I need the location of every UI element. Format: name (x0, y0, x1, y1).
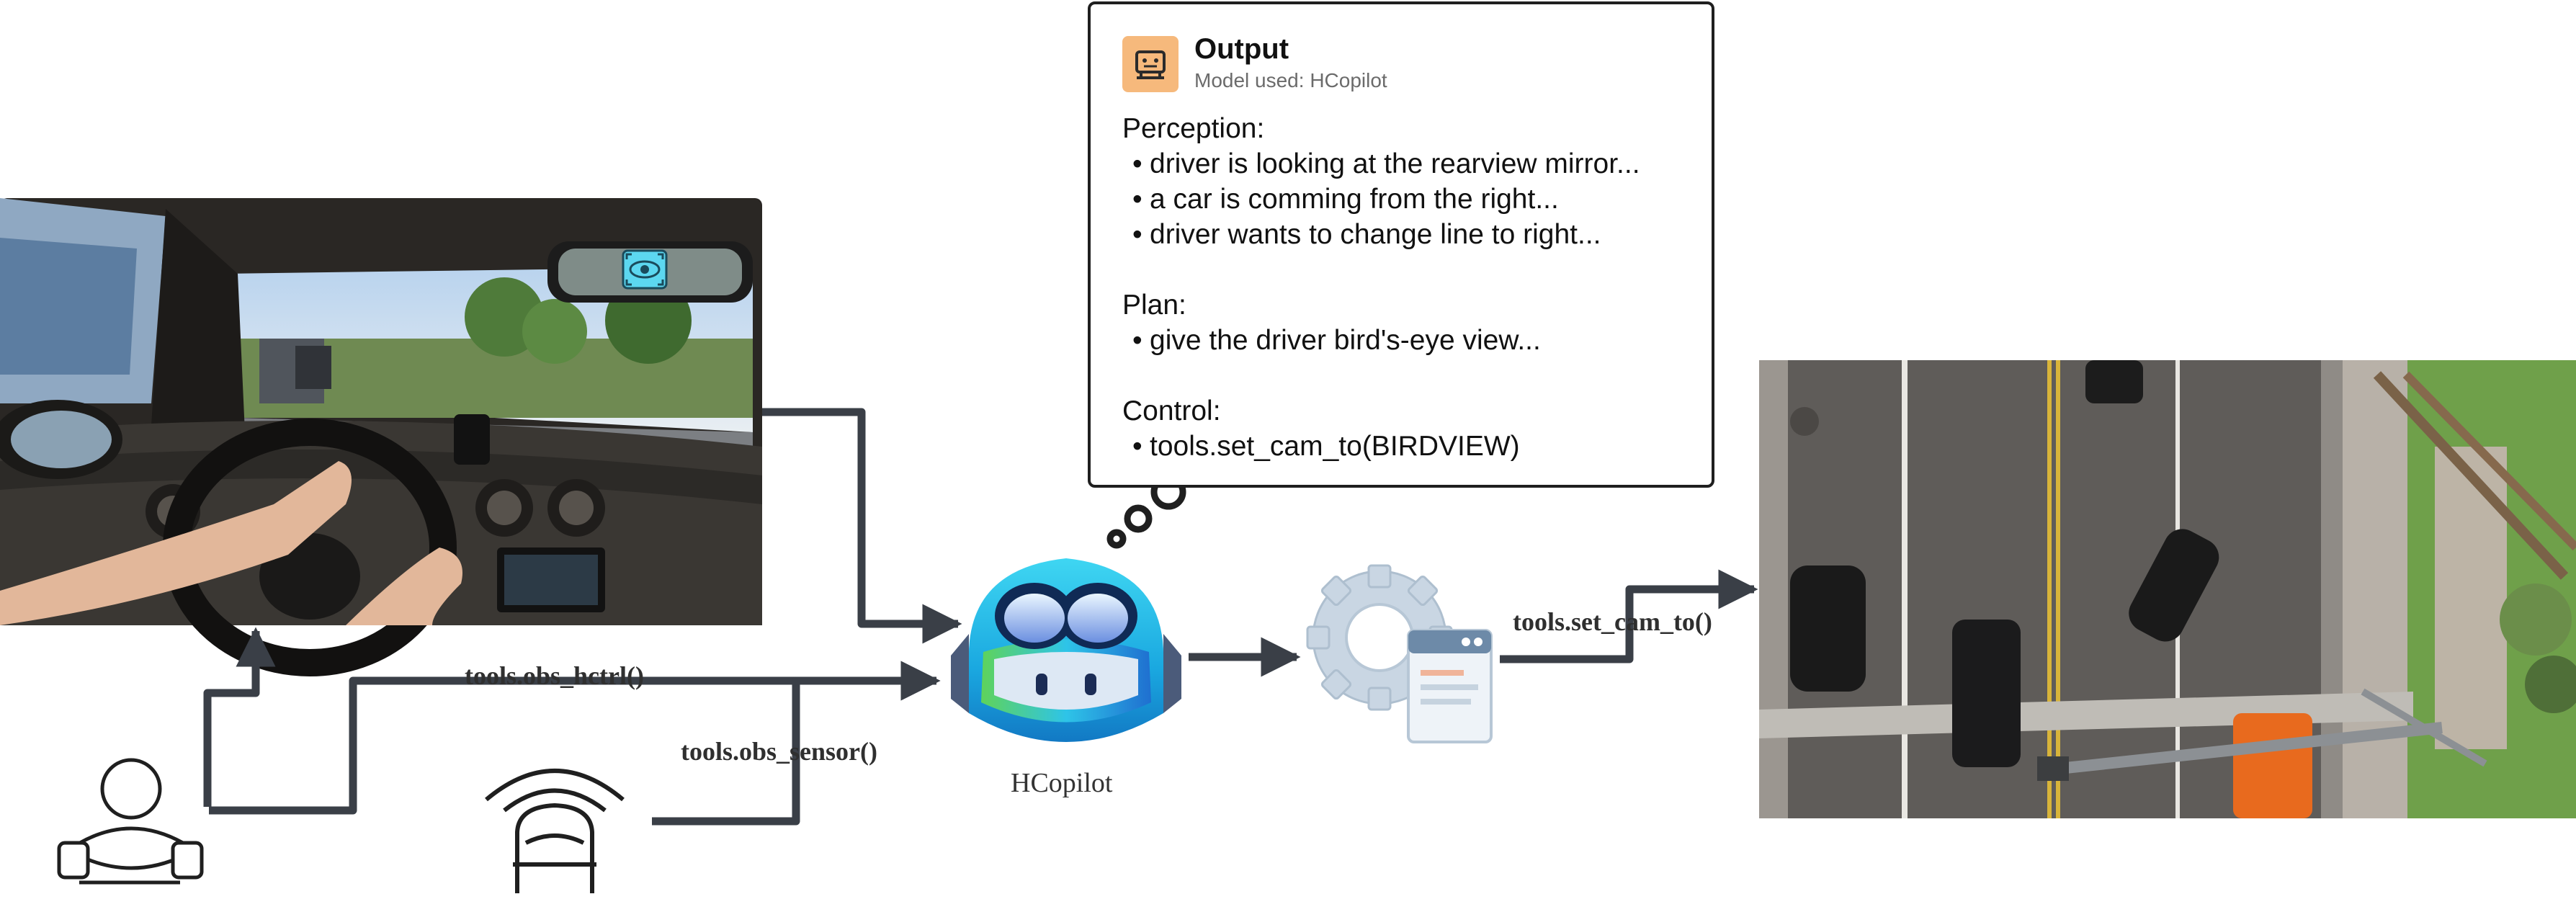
control-item-text: tools.set_cam_to(BIRDVIEW) (1150, 431, 1520, 462)
perception-item-text: driver wants to change line to right... (1150, 219, 1601, 250)
arrow-driver-to-image (203, 627, 276, 807)
thought-bubbles (1106, 474, 1186, 549)
eye-icon (622, 249, 668, 290)
output-subtitle: Model used: HCopilot (1194, 69, 1387, 91)
control-heading: Control: (1122, 395, 1221, 426)
control-item: •tools.set_cam_to(BIRDVIEW) (1132, 431, 1520, 462)
plan-item-text: give the driver bird's-eye view... (1150, 325, 1541, 356)
hcopilot-caption: HCopilot (1011, 768, 1113, 798)
gear-window-icon (1306, 564, 1493, 743)
plan-heading: Plan: (1122, 290, 1186, 321)
hcopilot-robot-icon (951, 558, 1181, 742)
driver-icon (57, 758, 204, 885)
robot-face-icon (1122, 36, 1179, 92)
perception-item: •driver wants to change line to right... (1132, 219, 1601, 250)
edge-label-set-cam-to: tools.set_cam_to() (1513, 607, 1712, 636)
connector-arrows (203, 408, 1758, 826)
arrow-sensor (652, 661, 941, 826)
arrow-hctrl (209, 661, 941, 815)
perception-item-text: driver is looking at the rearview mirror… (1150, 148, 1640, 179)
edge-label-obs-hctrl: tools.obs_hctrl() (465, 661, 644, 690)
plan-item: •give the driver bird's-eye view... (1132, 325, 1541, 356)
output-body: Perception: •driver is looking at the re… (1122, 111, 1640, 464)
perception-heading: Perception: (1122, 113, 1265, 144)
driver-view-image (0, 198, 762, 676)
edge-label-obs-sensor: tools.obs_sensor() (681, 737, 878, 766)
car-sensor-icon (485, 769, 625, 893)
arrow-image-to-copilot (762, 408, 962, 644)
output-title: Output (1194, 33, 1289, 65)
arrow-tool-to-birdview (1500, 569, 1758, 663)
perception-item: •driver is looking at the rearview mirro… (1132, 148, 1640, 179)
perception-item: •a car is comming from the right... (1132, 184, 1559, 215)
perception-item-text: a car is comming from the right... (1150, 184, 1559, 215)
output-panel: Output Model used: HCopilot Perception: … (1088, 1, 1714, 488)
birdview-image (1759, 360, 2576, 818)
